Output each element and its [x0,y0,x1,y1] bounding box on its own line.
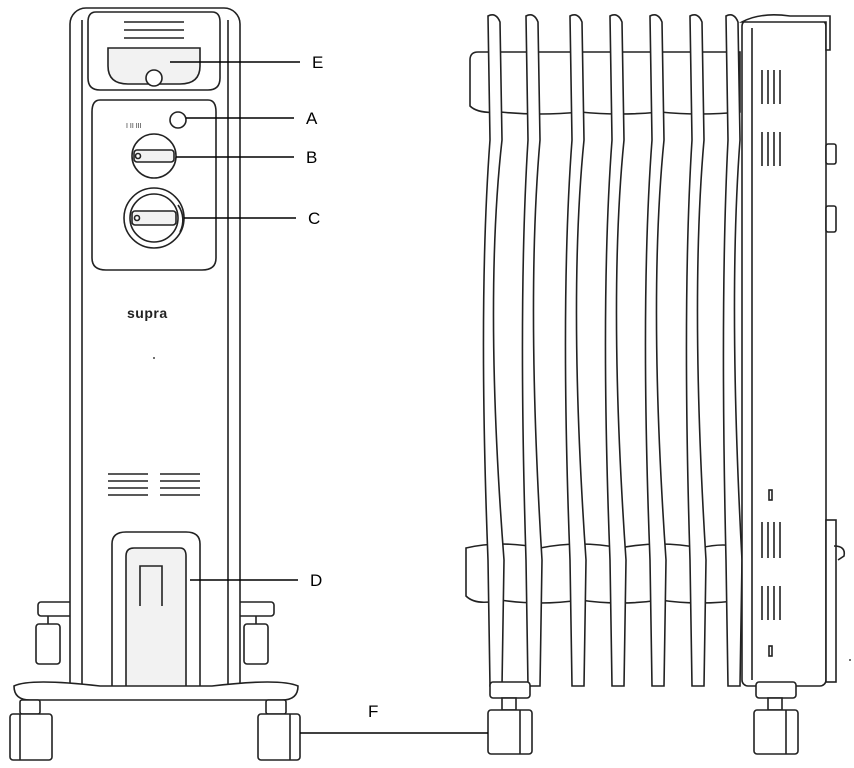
front-caster-right [257,699,301,761]
brand-logo: supra [127,305,168,321]
side-caster-left [487,681,533,755]
callout-C: C [184,209,320,228]
svg-text:A: A [306,109,318,128]
svg-text:D: D [310,571,322,590]
top-handle [87,11,221,91]
callout-D: D [190,571,322,590]
cord-storage [111,531,201,697]
handle-knob [145,69,163,87]
thermostat-knob[interactable] [123,187,185,249]
svg-text:C: C [308,209,320,228]
callout-A: A [186,109,318,128]
front-view: I II III supra [9,7,301,761]
svg-text:E: E [312,53,323,72]
side-vents-lower [761,489,781,657]
callout-F: F [300,702,488,734]
rear-caster-right [227,601,275,665]
svg-text:F: F [368,702,378,721]
power-indicator-light [169,111,187,129]
control-panel: I II III [91,99,217,271]
side-view [465,14,851,755]
side-caster-right [753,681,799,755]
side-vents-upper [761,70,781,166]
callout-E: E [170,53,323,72]
svg-text:B: B [306,148,317,167]
front-caster-left [9,699,53,761]
callout-B: B [176,148,317,167]
fins [482,14,743,687]
side-body [741,19,827,687]
front-vents [108,473,200,496]
svg-text:I II III: I II III [126,123,142,130]
mode-switch[interactable] [131,133,177,179]
